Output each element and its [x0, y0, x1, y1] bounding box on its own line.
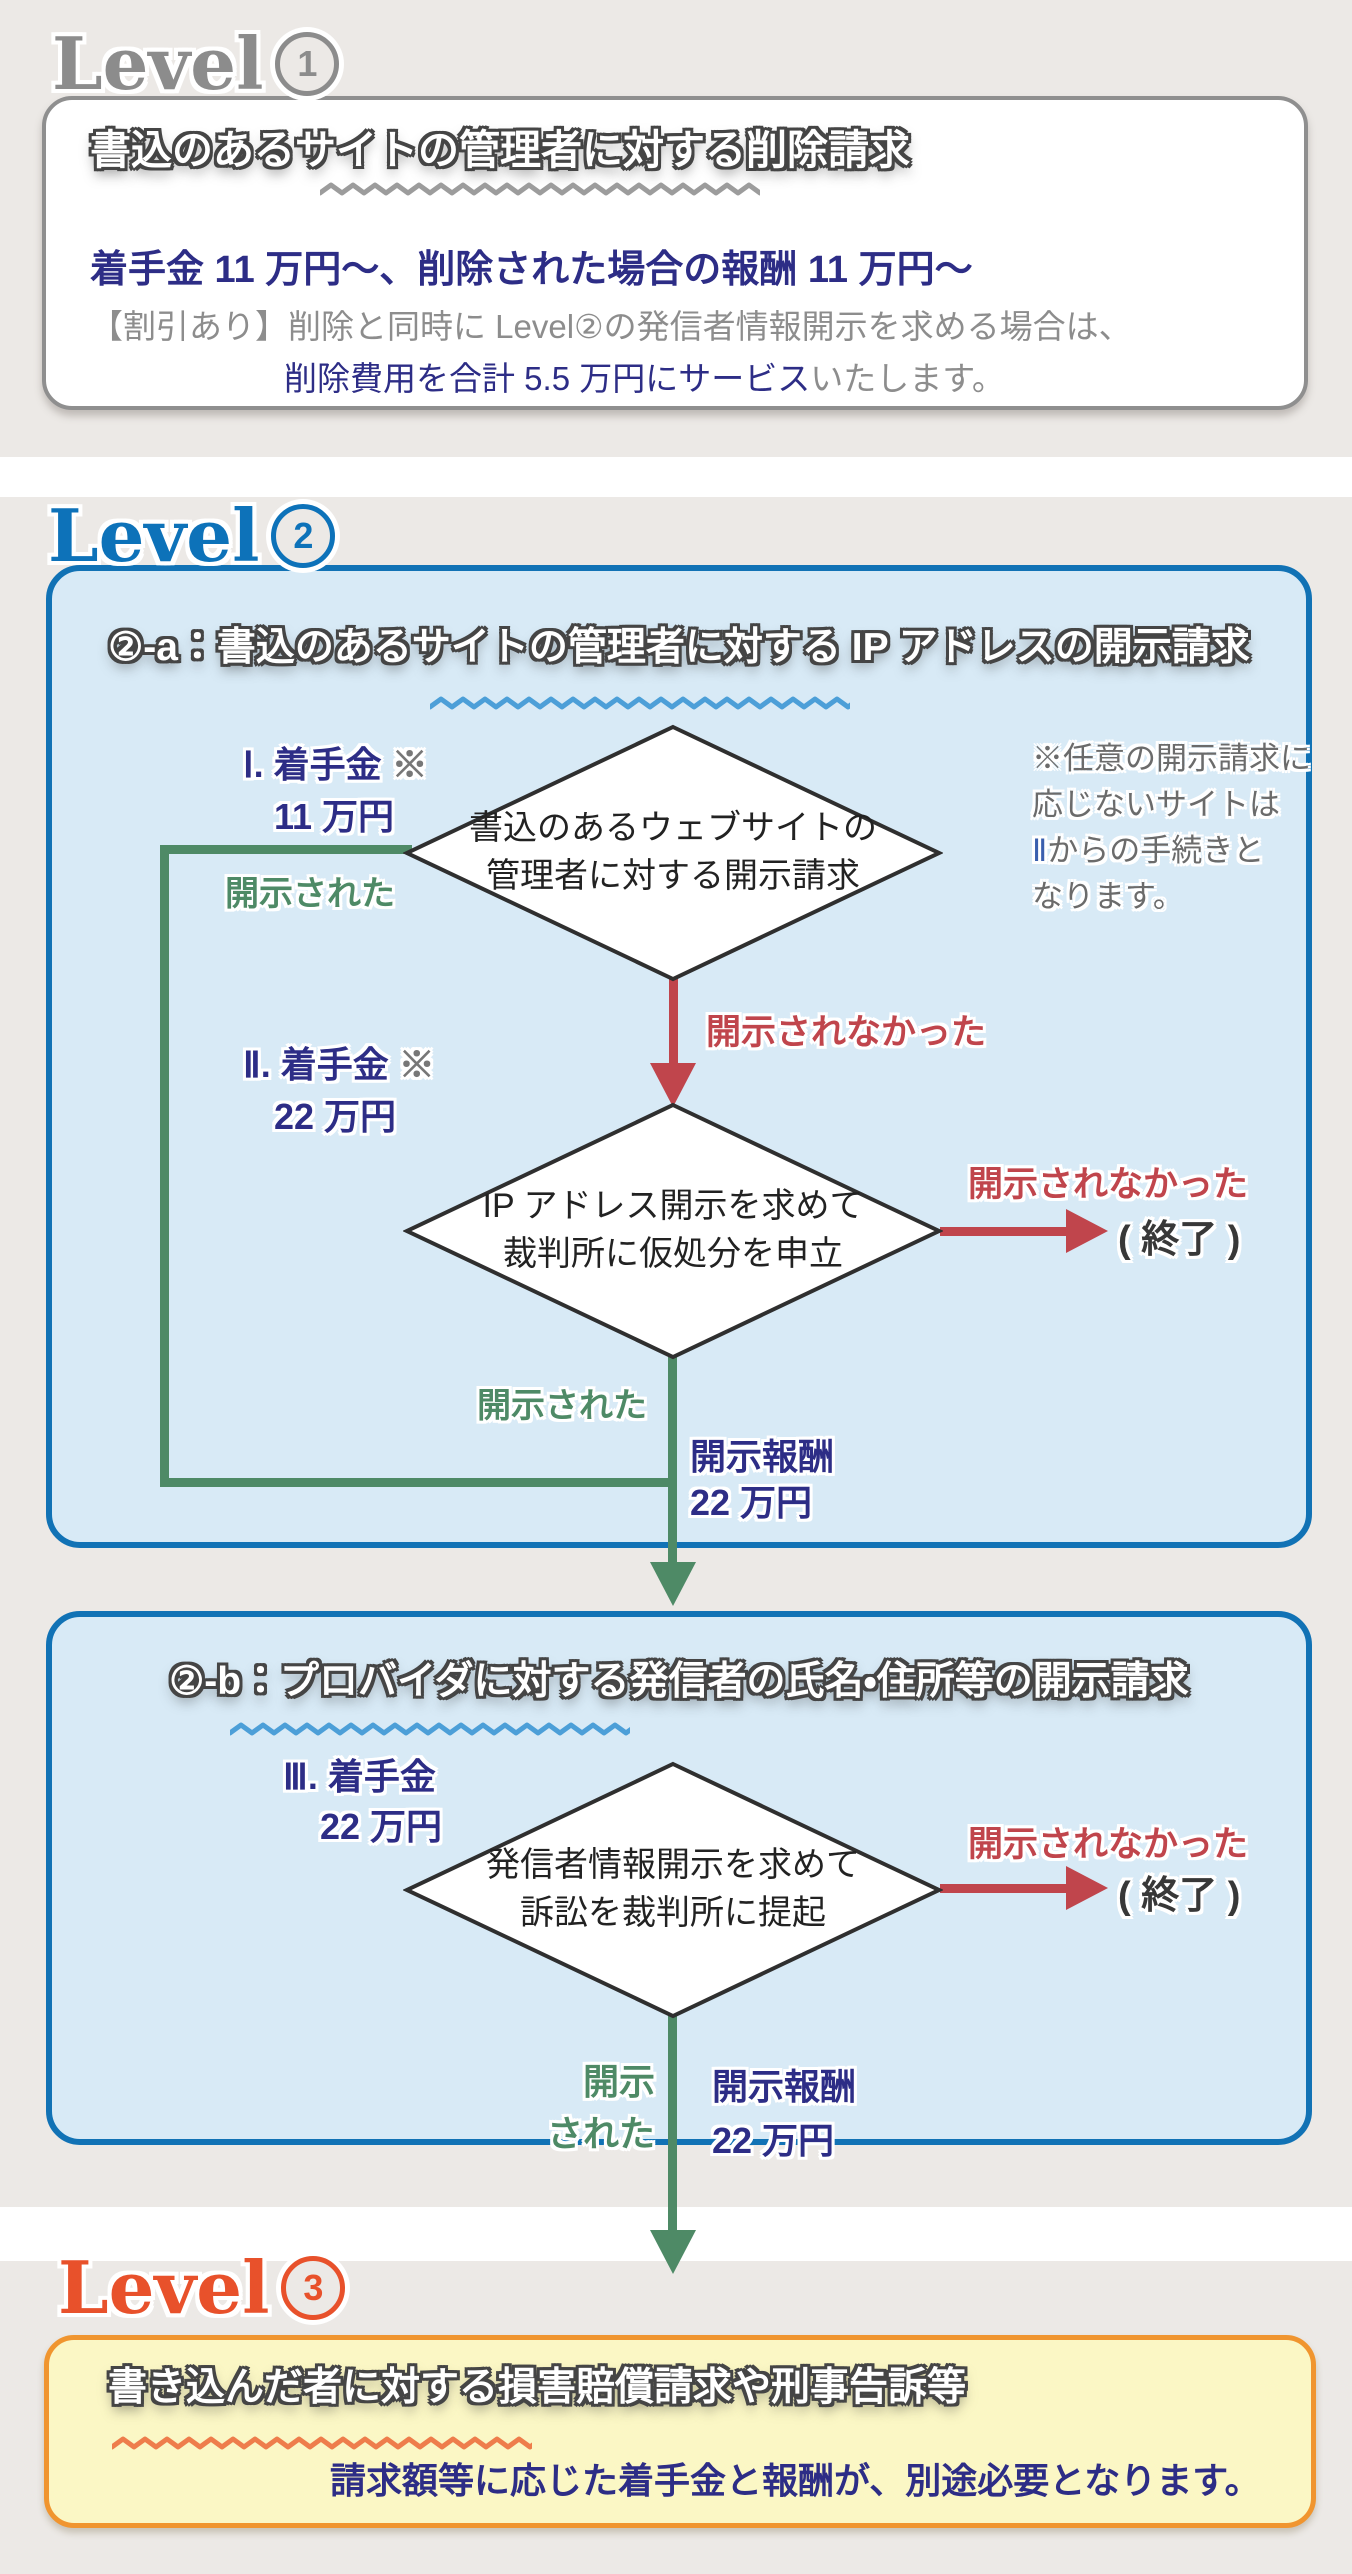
level3-heading: 書き込んだ者に対する損害賠償請求や刑事告訴等	[108, 2366, 967, 2409]
flow-line-green-down-a	[668, 1352, 677, 1568]
label-not-disclosed-3: 開示されなかった	[968, 1825, 1249, 1864]
decision-diamond-1: 書込のあるウェブサイトの 管理者に対する開示請求	[402, 723, 944, 983]
note-line4: なります。	[1032, 879, 1184, 914]
level3-logo-number: 3	[281, 2256, 346, 2320]
flow-line-red-right-b	[940, 1884, 1068, 1893]
label-not-disclosed-2: 開示されなかった	[968, 1165, 1249, 1204]
label-disclosed-3-line1: 開示	[582, 2061, 655, 2102]
flow-line-green-top	[160, 845, 412, 854]
wavy-underline-blue-icon	[430, 696, 850, 710]
diamond2-line1: IP アドレス開示を求めて	[482, 1187, 864, 1226]
diamond3-line2: 訴訟を裁判所に提起	[520, 1894, 826, 1932]
decision-diamond-3-text: 発信者情報開示を求めて 訴訟を裁判所に提起	[403, 1760, 943, 2020]
step1-label: Ⅰ. 着手金 ※	[243, 736, 428, 788]
label-disclosed-1: 開示された	[225, 875, 395, 913]
wavy-underline-gray-icon	[320, 182, 760, 196]
decision-diamond-3: 発信者情報開示を求めて 訴訟を裁判所に提起	[402, 1760, 944, 2020]
level1-logo: Level 1	[52, 21, 340, 106]
label-disclosed-3-line2: された	[546, 2113, 655, 2154]
step2-label-text: Ⅱ. 着手金	[243, 1044, 389, 1085]
arrow-right-red-icon-b	[1066, 1866, 1108, 1910]
label-not-disclosed-1: 開示されなかった	[706, 1013, 987, 1052]
arrow-right-red-icon	[1066, 1209, 1108, 1253]
flow-line-green-bottom	[160, 1478, 677, 1487]
level2a-card	[46, 565, 1312, 1548]
level1-discount-emphasis: 削除費用を合計 5.5 万円にサービス	[284, 360, 811, 397]
level2a-note: ※任意の開示請求に 応じないサイトは Ⅱからの手続きと なります。	[1032, 736, 1311, 920]
step1-label-text: Ⅰ. 着手金	[243, 744, 382, 785]
diamond1-line2: 管理者に対する開示請求	[486, 857, 860, 895]
decision-diamond-2: IP アドレス開示を求めて 裁判所に仮処分を申立	[402, 1101, 944, 1361]
note-line2: 応じないサイトは	[1032, 787, 1280, 822]
level1-discount-line2: 削除費用を合計 5.5 万円にサービスいたします。	[284, 352, 1005, 400]
label-disclosed-2: 開示された	[477, 1387, 647, 1425]
level2-logo: Level 2	[48, 493, 336, 578]
level3-logo: Level 3	[58, 2245, 346, 2330]
note-line3-rest: からの手続きと	[1047, 833, 1265, 868]
level1-logo-number: 1	[275, 32, 340, 96]
flow-line-red-down	[669, 970, 678, 1066]
level2a-heading: ②-a：書込のあるサイトの管理者に対する IP アドレスの開示請求	[108, 626, 1250, 669]
level1-discount-tail: いたします。	[810, 360, 1005, 397]
level3-card	[44, 2335, 1316, 2528]
level3-body: 請求額等に応じた着手金と報酬が、別途必要となります。	[330, 2460, 1261, 2501]
level1-price-line: 着手金 11 万円〜、削除された場合の報酬 11 万円〜	[90, 249, 973, 291]
reward-b-label: 開示報酬	[712, 2066, 857, 2107]
level3-logo-text: Level	[58, 2245, 270, 2330]
background-divider-top	[0, 457, 1352, 497]
note-roman: Ⅱ	[1032, 833, 1048, 868]
step1-mark: ※	[391, 744, 428, 785]
flow-line-green-left	[160, 845, 169, 1487]
note-line1: ※任意の開示請求に	[1032, 741, 1311, 776]
reward-b-price: 22 万円	[712, 2120, 835, 2161]
arrow-down-green-icon-b	[650, 2230, 696, 2274]
level1-logo-text: Level	[52, 21, 264, 106]
wavy-underline-blue-icon-b	[230, 1722, 630, 1736]
flow-line-green-down-b	[668, 2012, 677, 2234]
arrow-down-red-icon	[650, 1063, 696, 1107]
end-label-a: ( 終了 )	[1118, 1219, 1241, 1261]
reward-a-price: 22 万円	[690, 1482, 813, 1523]
diamond3-line1: 発信者情報開示を求めて	[486, 1846, 860, 1885]
flow-line-red-right	[940, 1227, 1068, 1236]
level2-logo-text: Level	[48, 493, 260, 578]
decision-diamond-2-text: IP アドレス開示を求めて 裁判所に仮処分を申立	[403, 1101, 943, 1361]
level1-card	[42, 96, 1308, 410]
step3-price: 22 万円	[320, 1806, 443, 1847]
arrow-down-green-icon-a	[650, 1562, 696, 1606]
level1-discount-line1: 【割引あり】削除と同時に Level②の発信者情報開示を求める場合は、	[90, 308, 1132, 345]
diamond2-line2: 裁判所に仮処分を申立	[503, 1235, 843, 1273]
wavy-underline-orange-icon	[112, 2436, 532, 2450]
step3-label: Ⅲ. 着手金	[283, 1756, 436, 1797]
decision-diamond-1-text: 書込のあるウェブサイトの 管理者に対する開示請求	[403, 723, 943, 983]
level2b-heading: ②-b：プロバイダに対する発信者の氏名・住所等の開示請求	[169, 1660, 1189, 1703]
note-line3: Ⅱからの手続きと	[1032, 828, 1311, 874]
label-disclosed-3: 開示 された	[460, 2056, 655, 2160]
reward-a-label: 開示報酬	[690, 1436, 835, 1477]
end-label-b: ( 終了 )	[1118, 1875, 1241, 1917]
step1-price: 11 万円	[274, 796, 395, 837]
level1-heading: 書込のあるサイトの管理者に対する削除請求	[90, 127, 910, 173]
diamond1-line1: 書込のあるウェブサイトの	[469, 809, 877, 848]
level2-logo-number: 2	[271, 504, 336, 568]
step2-mark: ※	[398, 1044, 435, 1085]
step2-label: Ⅱ. 着手金 ※	[243, 1036, 435, 1088]
step2-price: 22 万円	[274, 1096, 397, 1137]
